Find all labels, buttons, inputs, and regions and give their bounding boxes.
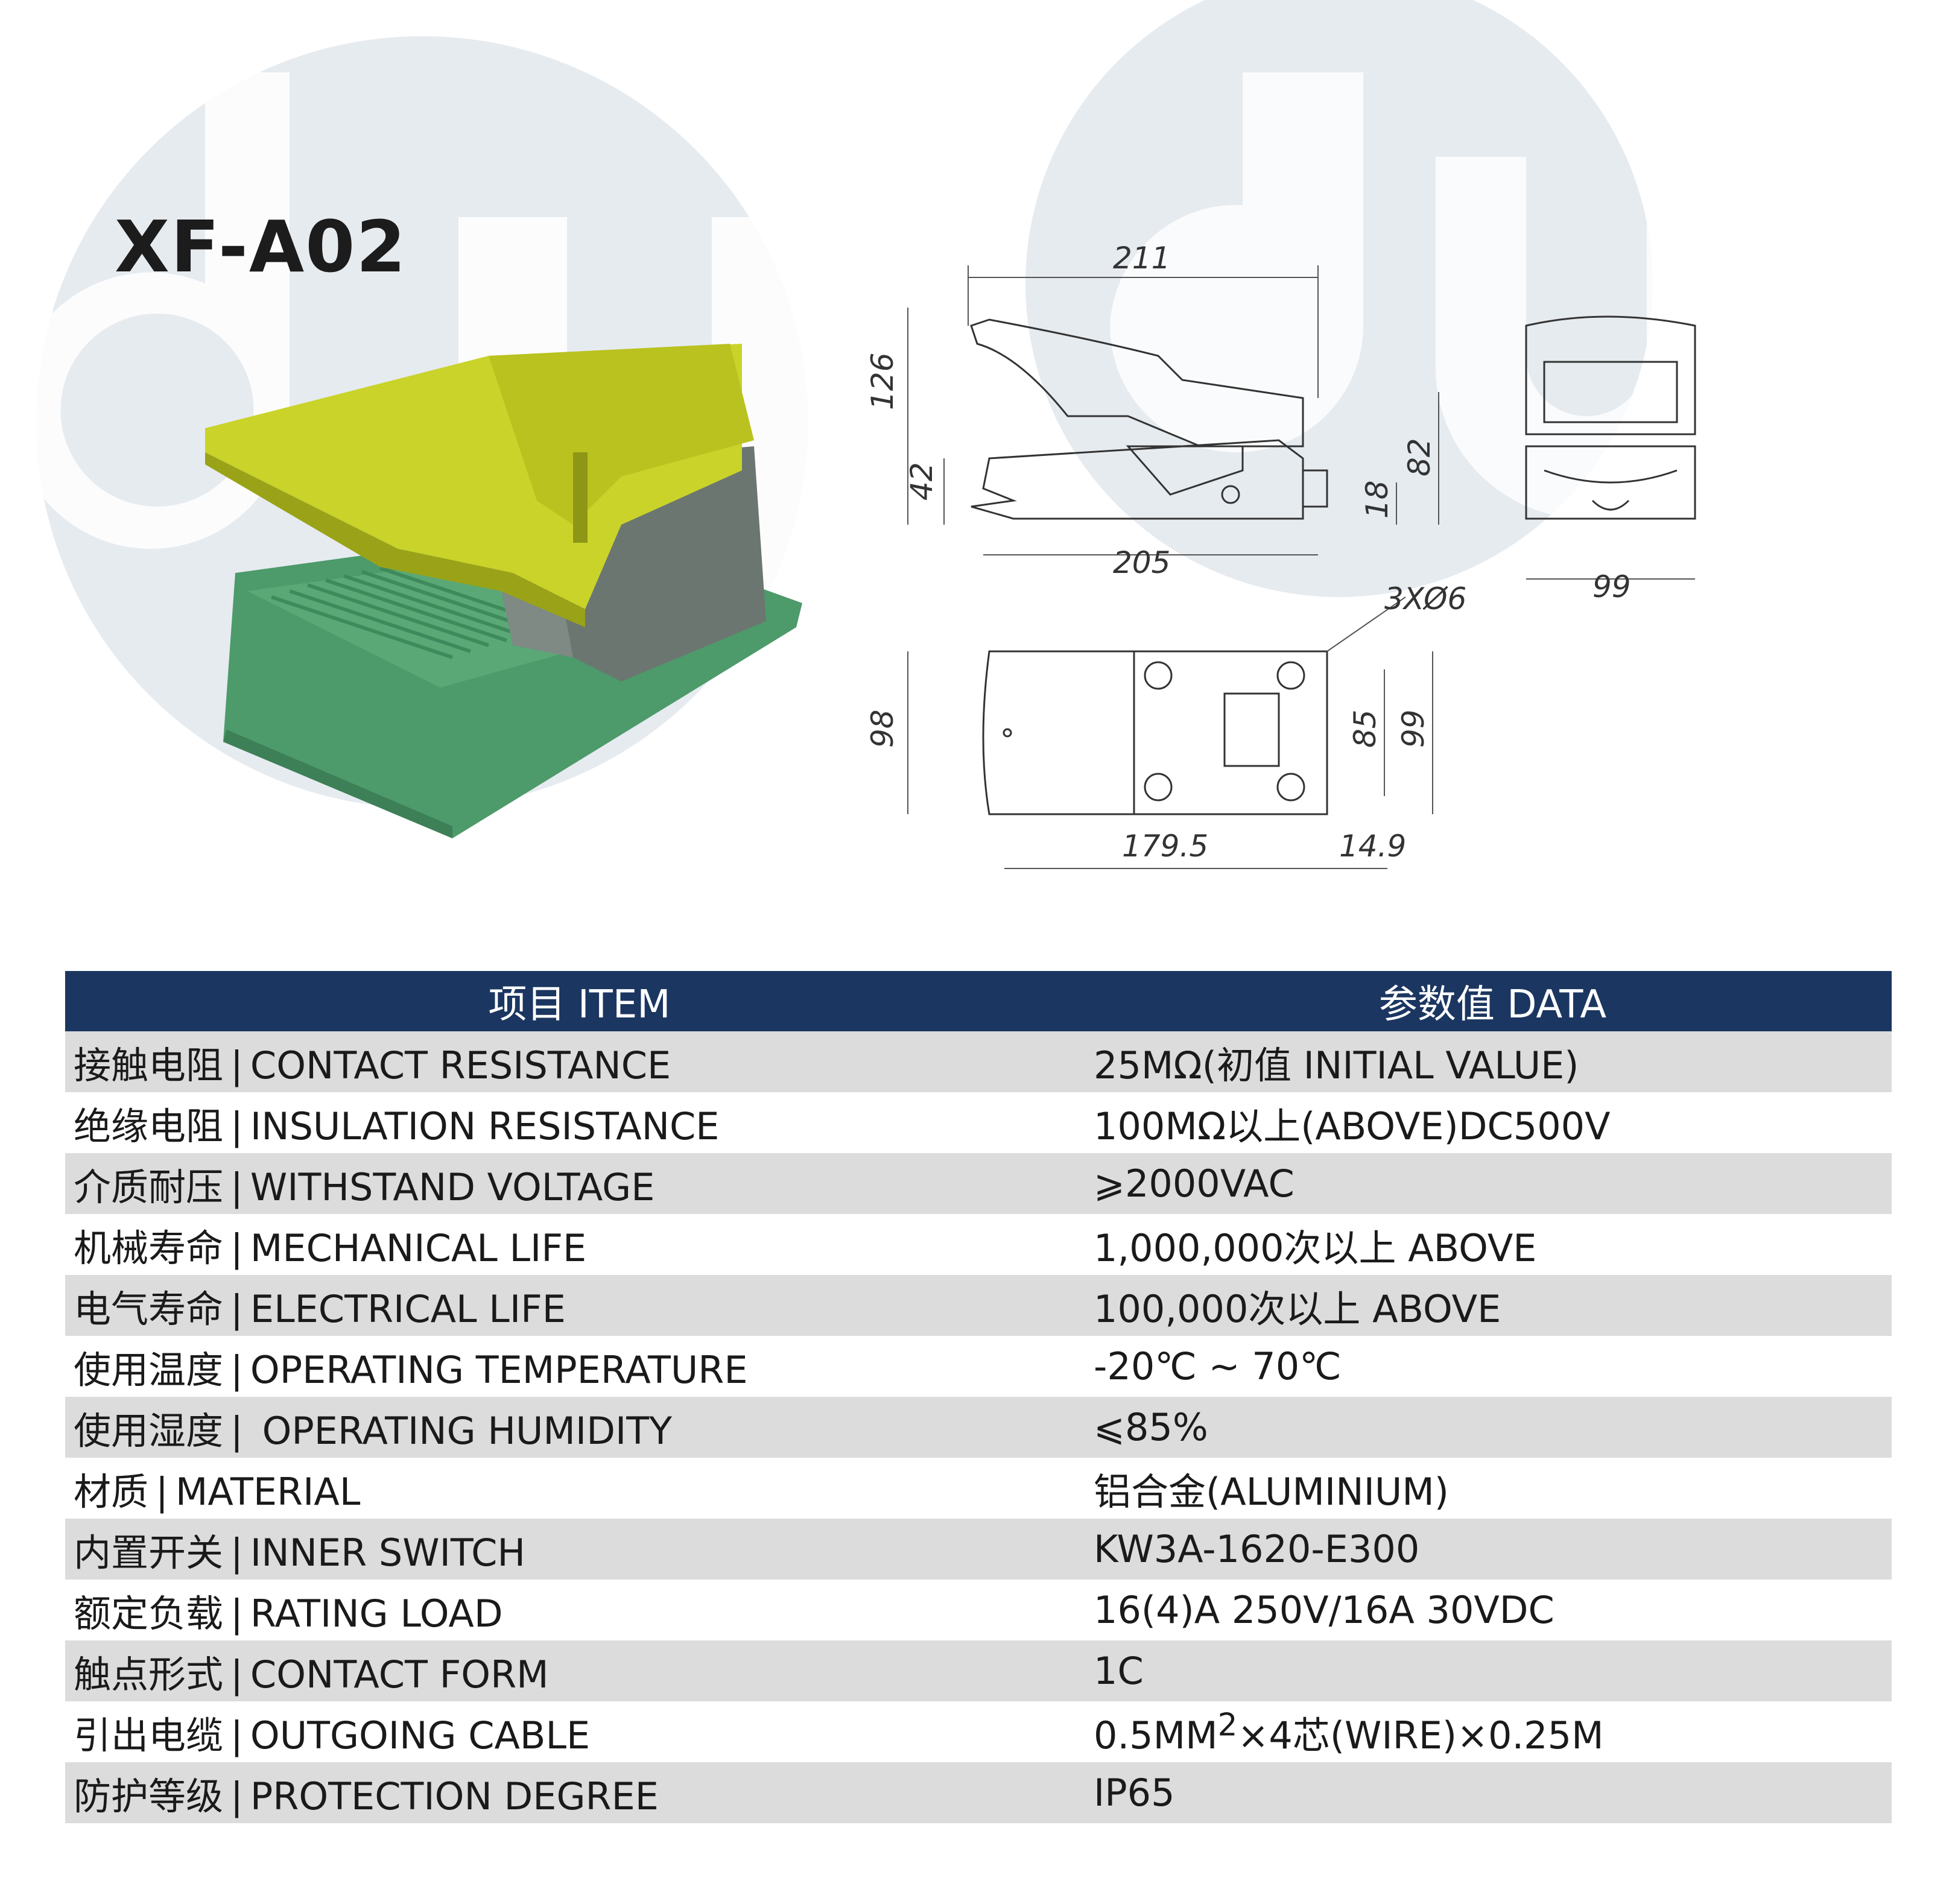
value-pre: 0.5MM [1094,1713,1218,1757]
table-row: 引出电缆|OUTGOING CABLE 0.5MM2×4芯(WIRE)×0.25… [65,1701,1892,1762]
value-cell: 0.5MM2×4芯(WIRE)×0.25M [1094,1701,1892,1762]
table-row: 绝缘电阻|INSULATION RESISTANCE 100MΩ以上(ABOVE… [65,1092,1892,1153]
item-zh: 使用温度 [74,1347,224,1392]
table-row: 内置开关|INNER SWITCH KW3A-1620-E300 [65,1519,1892,1580]
item-cell: 电气寿命|ELECTRICAL LIFE [65,1275,1094,1336]
dim-plan-length: 179.5 [1122,829,1208,864]
item-cell: 使用温度|OPERATING TEMPERATURE [65,1336,1094,1397]
table-row: 材质|MATERIAL 铝合金(ALUMINIUM) [65,1458,1892,1519]
item-cell: 接触电阻|CONTACT RESISTANCE [65,1031,1094,1092]
item-zh: 材质 [74,1469,149,1514]
model-title: XF-A02 [115,205,407,288]
value-cell: 100MΩ以上(ABOVE)DC500V [1094,1092,1892,1153]
item-en: WITHSTAND VOLTAGE [250,1165,655,1209]
dim-base-length: 205 [1113,545,1170,580]
item-cell: 绝缘电阻|INSULATION RESISTANCE [65,1092,1094,1153]
item-en: PROTECTION DEGREE [250,1774,659,1818]
item-zh: 使用湿度 [74,1408,224,1453]
item-zh: 内置开关 [74,1530,224,1575]
table-row: 介质耐压|WITHSTAND VOLTAGE ⩾2000VAC [65,1153,1892,1214]
table-row: 防护等级|PROTECTION DEGREE IP65 [65,1762,1892,1823]
item-zh: 接触电阻 [74,1043,224,1087]
dim-foot-height: 18 [1360,480,1395,519]
dim-total-height: 126 [869,353,900,410]
item-en: OPERATING HUMIDITY [250,1408,672,1453]
item-zh: 电气寿命 [74,1286,224,1331]
item-cell: 机械寿命|MECHANICAL LIFE [65,1214,1094,1275]
dim-plan-offset: 14.9 [1339,829,1406,864]
item-en: INNER SWITCH [250,1530,526,1575]
item-zh: 触点形式 [74,1652,224,1697]
item-en: INSULATION RESISTANCE [250,1104,720,1148]
item-cell: 额定负载|RATING LOAD [65,1580,1094,1640]
value-sup: 2 [1217,1706,1238,1743]
dim-front-width: 99 [1592,569,1631,604]
value-cell: ⩾2000VAC [1094,1153,1892,1214]
item-zh: 防护等级 [74,1774,224,1818]
table-row: 电气寿命|ELECTRICAL LIFE 100,000次以上 ABOVE [65,1275,1892,1336]
item-cell: 介质耐压|WITHSTAND VOLTAGE [65,1153,1094,1214]
item-cell: 防护等级|PROTECTION DEGREE [65,1762,1094,1823]
header-data: 参数值 DATA [1094,971,1892,1031]
technical-drawing: 211 126 42 82 18 205 99 3XØ6 98 85 99 17… [869,241,1696,869]
value-cell: 铝合金(ALUMINIUM) [1094,1458,1892,1519]
value-cell: 1,000,000次以上 ABOVE [1094,1214,1892,1275]
table-row: 机械寿命|MECHANICAL LIFE 1,000,000次以上 ABOVE [65,1214,1892,1275]
item-en: MECHANICAL LIFE [250,1226,587,1270]
dim-body-height: 82 [1402,438,1437,476]
value-cell: IP65 [1094,1762,1892,1823]
item-en: CONTACT FORM [250,1652,549,1697]
item-en: OUTGOING CABLE [250,1713,591,1757]
table-row: 额定负载|RATING LOAD 16(4)A 250V/16A 30VDC [65,1580,1892,1640]
value-cell: 25MΩ(初值 INITIAL VALUE) [1094,1031,1892,1092]
item-cell: 内置开关|INNER SWITCH [65,1519,1094,1580]
spec-table: 项目 ITEM 参数值 DATA 接触电阻|CONTACT RESISTANCE… [65,971,1892,1823]
item-zh: 绝缘电阻 [74,1104,224,1148]
table-row: 使用温度|OPERATING TEMPERATURE -20℃ ~ 70℃ [65,1336,1892,1397]
product-image [205,344,802,838]
item-cell: 使用湿度| OPERATING HUMIDITY [65,1397,1094,1458]
value-cell: 100,000次以上 ABOVE [1094,1275,1892,1336]
header-item: 项目 ITEM [65,971,1094,1031]
dim-top-length: 211 [1113,241,1170,276]
dim-holes: 3XØ6 [1384,581,1466,616]
item-zh: 机械寿命 [74,1226,224,1270]
value-cell: 16(4)A 250V/16A 30VDC [1094,1580,1892,1640]
item-cell: 材质|MATERIAL [65,1458,1094,1519]
item-en: MATERIAL [175,1469,361,1514]
dim-hole-spacing: 85 [1348,709,1383,748]
value-post: ×4芯(WIRE)×0.25M [1237,1713,1604,1757]
value-cell: 1C [1094,1640,1892,1701]
item-zh: 介质耐压 [74,1165,224,1209]
item-zh: 引出电缆 [74,1713,224,1757]
table-row: 接触电阻|CONTACT RESISTANCE 25MΩ(初值 INITIAL … [65,1031,1892,1092]
dim-plan-body-width: 99 [1396,709,1431,748]
item-zh: 额定负载 [74,1591,224,1636]
table-row: 触点形式|CONTACT FORM 1C [65,1640,1892,1701]
value-cell: ⩽85% [1094,1397,1892,1458]
item-en: CONTACT RESISTANCE [250,1043,671,1087]
spec-header-row: 项目 ITEM 参数值 DATA [65,971,1892,1031]
item-en: RATING LOAD [250,1591,503,1636]
value-cell: KW3A-1620-E300 [1094,1519,1892,1580]
value-cell: -20℃ ~ 70℃ [1094,1336,1892,1397]
item-cell: 引出电缆|OUTGOING CABLE [65,1701,1094,1762]
dim-plan-width: 98 [869,709,900,748]
item-en: OPERATING TEMPERATURE [250,1347,748,1392]
table-row: 使用湿度| OPERATING HUMIDITY ⩽85% [65,1397,1892,1458]
item-cell: 触点形式|CONTACT FORM [65,1640,1094,1701]
dim-base-height: 42 [904,462,939,501]
item-en: ELECTRICAL LIFE [250,1286,566,1331]
